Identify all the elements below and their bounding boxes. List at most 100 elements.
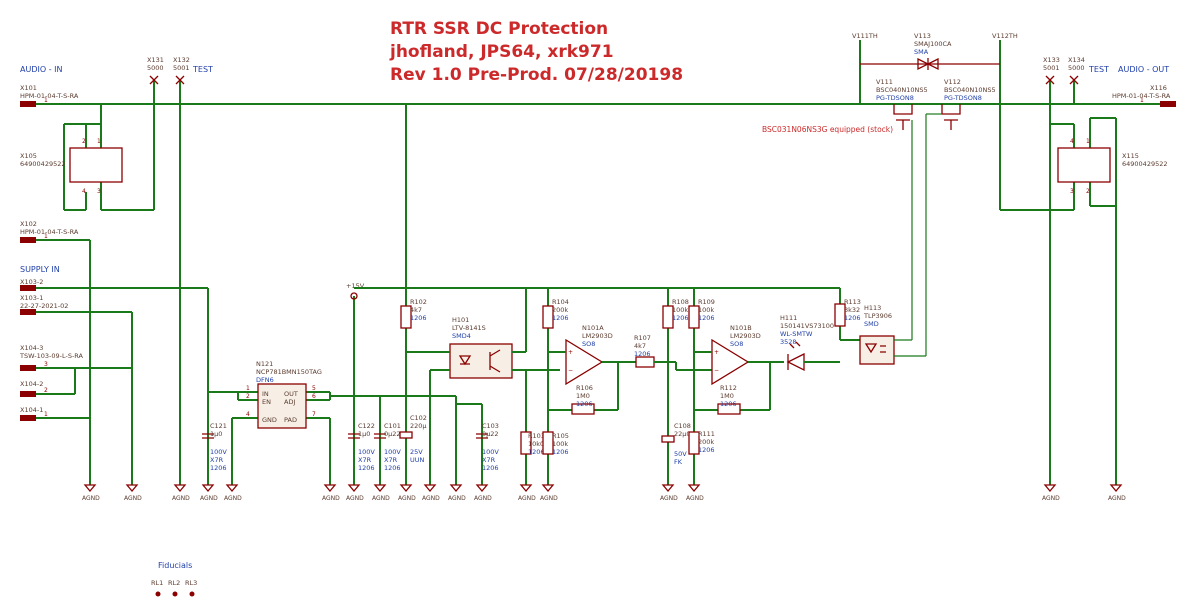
v113-ref: V113 [914, 32, 931, 40]
cap-dielectric: X7R [384, 456, 398, 464]
connector-pad [20, 285, 36, 291]
res-pkg: 1206 [552, 448, 569, 456]
ground-label: AGND [124, 495, 142, 502]
connector-x116-ref: X116 [1150, 84, 1167, 92]
res-val: 100k [672, 306, 688, 314]
connectors: AUDIO - IN AUDIO - OUT SUPPLY IN X101 HP… [19, 65, 1176, 421]
regulator-pkg: DFN6 [256, 376, 274, 384]
cap-ref: C102 [410, 414, 427, 422]
fiducial-dot [172, 591, 178, 597]
opto-transistor [489, 349, 501, 373]
v112th-label: V112TH [992, 32, 1018, 40]
ground-symbol: AGND [540, 484, 558, 502]
opamp-ref: N101B [730, 324, 752, 332]
res-pkg: 1206 [720, 400, 737, 408]
res-pkg: 1206 [576, 400, 593, 408]
v112-part: BSC040N10NS5 [944, 86, 996, 94]
connector-x103-1-part: 22-27-2021-02 [20, 302, 68, 310]
res-pkg: 1206 [410, 314, 427, 322]
testpoint-part: 5000 [1068, 64, 1085, 72]
connector-x104-3-part: TSW-103-09-L-S-RA [19, 352, 84, 360]
svg-text:−: − [568, 367, 573, 374]
testpoint-x131: X131 5000 [147, 56, 164, 85]
capacitor-c102: C102 220µ 25V UUN [399, 414, 427, 464]
testpoint-part: 5001 [173, 64, 190, 72]
cap-ref: C103 [482, 422, 499, 430]
ground-symbol: AGND [518, 484, 536, 502]
connector-pin: 2 [44, 387, 48, 394]
cap-val: 1µ0 [210, 430, 222, 438]
audio-in-label: AUDIO - IN [20, 65, 62, 74]
res-val: 3k32 [844, 306, 860, 314]
cap-dielectric: UUN [410, 456, 425, 464]
testpoint-ref: X133 [1043, 56, 1060, 64]
title-line-2: jhofland, JPS64, xrk971 [389, 42, 614, 62]
fiducials-label: Fiducials [158, 561, 192, 570]
cap-dielectric: X7R [482, 456, 496, 464]
connector-pin: 1 [44, 97, 48, 104]
ground-label: AGND [540, 495, 558, 502]
relay-x105-pin: 3 [97, 188, 101, 195]
connector-x103-1-ref: X103-1 [20, 294, 43, 302]
ssr-h113: H113 TLP3906 SMD [859, 304, 926, 365]
regulator-n121: N121 NCP781BMN150TAG DFN6 IN EN GND OUT … [208, 360, 483, 485]
resistor-r108: R108 100k 1206 [662, 288, 689, 485]
ground-symbol: AGND [448, 484, 466, 502]
res-val: 1M0 [576, 392, 590, 400]
ground-label: AGND [200, 495, 218, 502]
connector-x104-2-ref: X104-2 [20, 380, 43, 388]
resistor-r106 [571, 403, 595, 415]
cap-volt: 100V [384, 448, 401, 456]
ground-symbol: AGND [200, 484, 218, 502]
capacitor-c101: C101 0µ22 100V X7R 1206 [374, 422, 401, 472]
connector-pin: 3 [44, 361, 48, 368]
led-pkg2: 3528 [780, 338, 797, 346]
connector-x102-part: HPM-01-04-T-S-RA [20, 228, 79, 236]
relay-x115-part: 64900429522 [1122, 160, 1168, 168]
testpoint-x134: X134 5000 [1068, 56, 1085, 85]
led-part: 150141VS73100 [780, 322, 834, 330]
ground-label: AGND [398, 495, 416, 502]
mosfet-v112-symbol [941, 104, 961, 130]
opto-pkg: SMD4 [452, 332, 471, 340]
resistor-r113: R113 3k32 1206 [834, 288, 861, 341]
relay-x115-pin: 1 [1086, 138, 1090, 145]
connector-pin: 1 [44, 233, 48, 240]
plus15v-rail: +15V [346, 104, 840, 485]
res-ref: R112 [720, 384, 737, 392]
testpoint-ref: X132 [173, 56, 190, 64]
title-block: RTR SSR DC Protection jhofland, JPS64, x… [389, 19, 683, 85]
relay-x105-part: 64900429522 [20, 160, 66, 168]
cap-volt: 100V [482, 448, 499, 456]
opto-part: LTV-8141S [452, 324, 486, 332]
res-ref: R106 [576, 384, 593, 392]
regulator-pin-pad: PAD [284, 416, 297, 424]
res-val: 100k [698, 306, 714, 314]
res-ref: R103 [528, 432, 545, 440]
ground-symbol: AGND [398, 484, 416, 502]
opamp-n101b: + − N101B LM2903D SO8 R112 1M0 1206 [694, 324, 784, 415]
relay-x105-pin: 1 [97, 138, 101, 145]
ground-symbol: AGND [372, 484, 390, 502]
regulator-pin-number: 4 [246, 411, 250, 418]
res-ref: R113 [844, 298, 861, 306]
ground-symbol: AGND [422, 484, 440, 502]
testpoint-x133: X133 5001 [1043, 56, 1060, 85]
title-line-1: RTR SSR DC Protection [390, 19, 608, 39]
regulator-pin-number: 7 [312, 411, 316, 418]
res-pkg: 1206 [698, 314, 715, 322]
cap-val: 0µ22 [482, 430, 499, 438]
relay-x105: X105 64900429522 2 1 4 3 [20, 80, 155, 211]
cap-val: 1µ0 [358, 430, 370, 438]
cap-val: 22µ0 [674, 430, 691, 438]
connector-x116-part: HPM-01-04-T-S-RA [1112, 92, 1171, 100]
cap-pkg: 1206 [358, 464, 375, 472]
testpoints: X131 5000 X132 5001 X133 5001 X134 5000 … [147, 56, 1109, 485]
connector-pad [20, 415, 36, 421]
res-ref: R107 [634, 334, 651, 342]
connector-pad [20, 101, 36, 107]
ssr-pkg: SMD [864, 320, 879, 328]
cap-dielectric: X7R [358, 456, 372, 464]
res-pkg: 1206 [672, 314, 689, 322]
opamp-ref: N101A [582, 324, 604, 332]
